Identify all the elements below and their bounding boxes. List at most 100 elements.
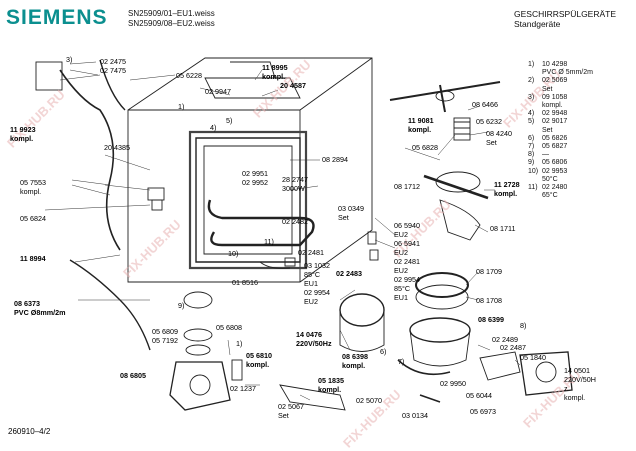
model-line-2: SN25909/08–EU2.weiss [128,19,215,28]
part-label: 02 5067 [278,402,304,411]
part-label: 02 9954 [304,288,330,297]
legend-row: 10)02 9953 [528,167,568,175]
part-label: 11) [264,237,274,246]
door-gasket [188,130,308,270]
part-label: kompl. [564,393,586,402]
part-label: 05 6044 [466,391,492,400]
legend-row: 2)02 5069 [528,77,568,85]
page-subtitle: Standgeräte [514,19,561,29]
part-label: 05 6808 [216,323,242,332]
part-label: 02 2483 [336,269,362,278]
part-label: kompl. [408,125,432,134]
part-label: 1) [178,102,185,111]
legend-row: 4)02 9948 [528,110,568,118]
part-label: 02 7475 [100,66,126,75]
part-label: 14 0476 [296,330,322,339]
circulation-pump [339,293,385,327]
part-label: 6) [380,347,387,356]
legend-row: Set [542,126,553,134]
part-label: 08 4240 [486,129,512,138]
part-label: 06 5941 [394,239,420,248]
part-label: 08 6399 [478,315,504,324]
part-label: 11 2728 [494,180,520,189]
part-label: 08 6805 [120,371,146,380]
part-label: 11 9081 [408,116,434,125]
filter-ring [415,272,469,298]
part-label: 28 2747 [282,175,308,184]
part-label: 02 9951 [242,169,268,178]
legend-row: 7)05 6827 [528,143,568,151]
part-label: 02 2481 [298,248,324,257]
legend-row: 50°C [542,175,558,183]
part-label: 20 4385 [104,143,130,152]
part-label: 1) [236,339,243,348]
part-label: 11 8995 [262,63,288,72]
part-label: 08 6373 [14,299,40,308]
part-label: 11 8994 [20,254,46,263]
part-label: 08 1709 [476,267,502,276]
part-label: EU2 [394,266,408,275]
part-label: 05 7192 [152,336,178,345]
part-label: 20 4587 [280,81,306,90]
legend-row: 65°C [542,192,558,200]
part-label: EU2 [394,248,408,257]
part-label: kompl. [262,72,286,81]
part-label: 9) [178,301,185,310]
part-label: 08 2894 [322,155,348,164]
part-label: 05 6828 [412,143,438,152]
part-label: 85°C [394,284,411,293]
legend-row: 9)05 6806 [528,159,568,167]
part-label: z [564,384,568,393]
model-line-1: SN25909/01–EU1.weiss [128,9,215,18]
part-label: 05 6809 [152,327,178,336]
part-label: 05 6810 [246,351,272,360]
tub-outline [127,57,373,283]
part-label: 05 6973 [470,407,496,416]
part-label: 02 5070 [356,396,382,405]
part-label: 08 1712 [394,182,420,191]
part-label: 02 9954 [394,275,420,284]
part-label: Set [338,213,349,222]
legend-row: 6)05 6826 [528,134,568,142]
part-label: PVC Ø8mm/2m [14,308,66,317]
part-label: Set [486,138,497,147]
part-label: 01 8516 [232,278,258,287]
heater-element [207,199,315,247]
part-label: 05 6824 [20,214,46,223]
legend-row: 1)10 4298 [528,61,568,68]
part-label: 08 6466 [472,100,498,109]
part-label: 05 7553 [20,178,46,187]
part-label: 02 2475 [100,57,126,66]
part-label: kompl. [246,360,270,369]
legend-row: 3)09 1058 [528,93,568,101]
part-label: 3000W [282,184,305,193]
part-label: kompl. [20,187,42,196]
part-label: kompl. [342,361,366,370]
part-label: 220V/50Hz [296,339,332,348]
part-label: 3) [66,55,73,64]
part-label: 08 6398 [342,352,368,361]
legend-row: kompl. [542,102,563,110]
legend-row: 11)02 2480 [528,184,568,192]
part-label: 02 9947 [205,87,231,96]
part-label: EU2 [304,297,318,306]
part-label: 02 2482 [282,217,308,226]
part-label: 05 6232 [476,117,502,126]
page-title: GESCHIRRSPÜLGERÄTE [514,9,617,19]
part-label: kompl. [318,385,342,394]
drawing-number: 260910–4/2 [8,427,51,436]
part-label: 02 9952 [242,178,268,187]
part-label: 03 0349 [338,204,364,213]
part-label: Set [278,411,289,420]
part-label: 02 2481 [394,257,420,266]
part-label: 8) [520,321,527,330]
part-label: 02 9950 [440,379,466,388]
part-label: 05 6228 [176,71,202,80]
part-label: 05 1840 [520,353,546,362]
part-label: 02 2489 [492,335,518,344]
part-label: 02 1237 [230,384,256,393]
part-label: 06 5940 [394,221,420,230]
legend-row: PVC Ø 5mm/2m [542,69,593,77]
part-label: 85°C [304,270,321,279]
